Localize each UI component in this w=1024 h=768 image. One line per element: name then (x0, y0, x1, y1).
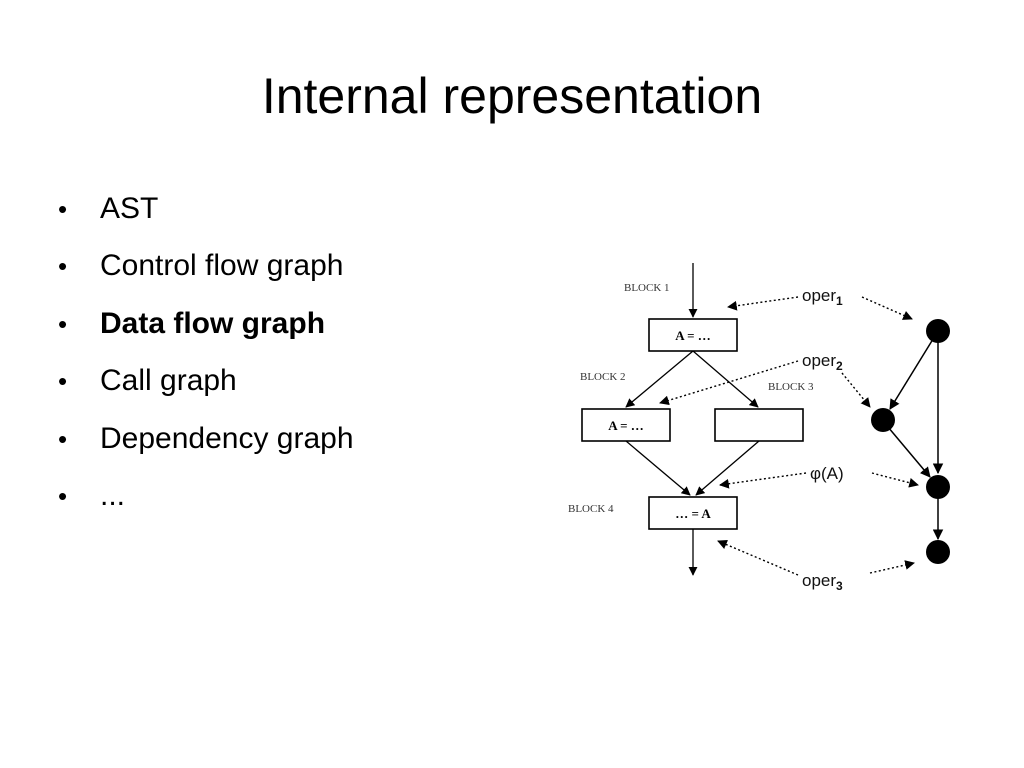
bullet-label: Data flow graph (100, 306, 326, 340)
oper2-to-cfg-arrow (659, 360, 799, 406)
edge-block2-block4 (625, 440, 691, 496)
bullet-item-dependency-graph: • Dependency graph (58, 416, 354, 473)
box-block2-text: A = … (608, 418, 644, 433)
box-block2 (581, 408, 671, 442)
bullet-label: AST (100, 192, 159, 225)
block4-label: BLOCK 4 (568, 503, 614, 515)
bullet-label: Dependency graph (100, 421, 354, 455)
bullet-list: • AST • Control flow graph • Data flow g… (58, 186, 354, 530)
bullet-dot-icon: • (58, 251, 68, 282)
data-flow-diagram: BLOCK 1 A = … BLOCK 2 BLOCK 3 A = … BLOC… (560, 255, 970, 600)
oper1-label: oper1 (802, 286, 843, 308)
dfg-node-3 (926, 475, 950, 499)
phi-to-cfg-arrow (719, 472, 807, 489)
bullet-dot-icon: • (58, 480, 68, 511)
edge-block1-block2 (625, 350, 694, 408)
oper3-to-cfg-arrow (717, 539, 799, 576)
bullet-dot-icon: • (58, 366, 68, 397)
slide-title: Internal representation (261, 68, 763, 124)
dfg-node-1 (926, 319, 950, 343)
oper1-to-dfg-arrow (861, 296, 913, 320)
bullet-dot-icon: • (58, 308, 68, 339)
bullet-item-ast: • AST (58, 186, 354, 243)
bullet-dot-icon: • (58, 194, 68, 224)
oper1-to-cfg-arrow (727, 296, 799, 311)
bullet-label: Control flow graph (100, 249, 344, 283)
dfg-edge-2-3 (882, 420, 931, 478)
bullet-item-data-flow-graph: • Data flow graph (58, 301, 354, 358)
dfg-node-2 (871, 408, 895, 432)
block2-label: BLOCK 2 (580, 371, 626, 383)
edge-block1-block3 (692, 350, 759, 408)
bullet-dot-icon: • (58, 423, 68, 454)
block1-label: BLOCK 1 (624, 282, 670, 294)
oper3-label: oper3 (802, 571, 843, 593)
bullet-item-ellipsis: • ... (58, 473, 354, 530)
block3-label: BLOCK 3 (768, 381, 814, 393)
bullet-item-call-graph: • Call graph (58, 358, 354, 415)
bullet-label: ... (100, 478, 126, 512)
bullet-label: Call graph (100, 364, 237, 398)
phi-label: φ(A) (810, 464, 844, 483)
bullet-item-control-flow-graph: • Control flow graph (58, 243, 354, 300)
dfg-node-4 (926, 540, 950, 564)
box-block3 (714, 408, 804, 442)
dfg-edge-1-2 (889, 330, 939, 410)
box-block1-text: A = … (675, 328, 711, 343)
phi-to-dfg-arrow (871, 472, 919, 488)
diagram-svg: BLOCK 1 A = … BLOCK 2 BLOCK 3 A = … BLOC… (568, 263, 950, 593)
edge-block3-block4 (695, 440, 760, 496)
box-block4-text: … = A (675, 506, 711, 521)
oper2-label: oper2 (802, 351, 843, 373)
oper2-to-dfg-arrow (841, 372, 871, 408)
oper3-to-dfg-arrow (869, 560, 915, 574)
